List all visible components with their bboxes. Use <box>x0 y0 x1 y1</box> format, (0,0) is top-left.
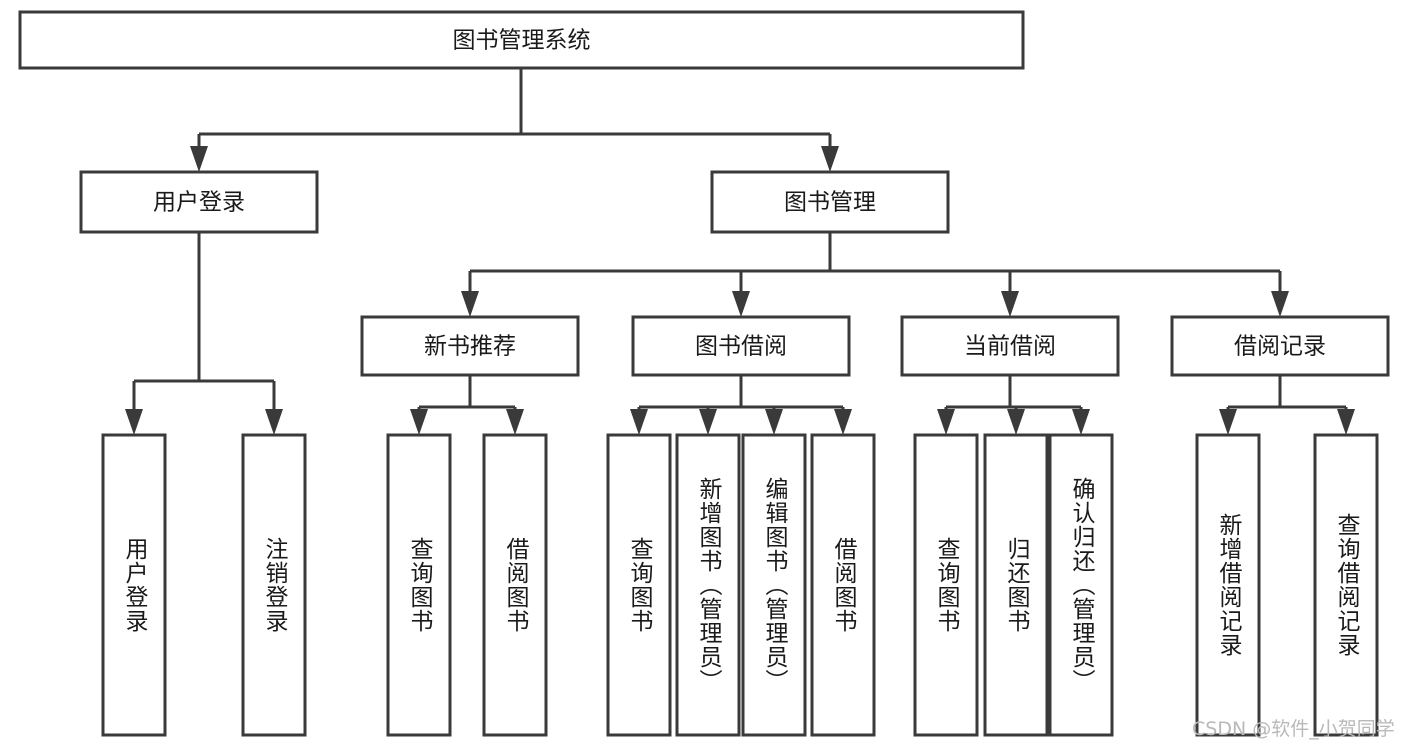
node-label-root: 图书管理系统 <box>453 28 591 54</box>
node-box-leaf-user-login[interactable] <box>101 433 167 737</box>
connector-group-edge-current-group <box>937 375 1090 435</box>
connector-group-edge-user-login-group <box>125 232 283 435</box>
node-box-leaf-query-record[interactable] <box>1313 433 1379 737</box>
node-label-user-login: 用户登录 <box>153 190 245 216</box>
node-box-leaf-add-record[interactable] <box>1195 433 1261 737</box>
node-boxes-layer <box>18 10 1390 737</box>
arrow-head-icon <box>1001 291 1019 317</box>
connector-group-edge-borrow-group <box>630 375 852 435</box>
arrow-head-icon <box>765 409 783 435</box>
node-label-book-borrow: 图书借阅 <box>695 334 787 360</box>
arrow-head-icon <box>265 409 283 435</box>
arrow-head-icon <box>834 409 852 435</box>
arrow-head-icon <box>1219 409 1237 435</box>
connector-group-edge-book-manage-group <box>461 232 1289 317</box>
node-box-leaf-edit-book[interactable] <box>741 433 807 737</box>
node-box-leaf-add-book[interactable] <box>675 433 741 737</box>
arrow-head-icon <box>1337 409 1355 435</box>
connector-group-edge-record-group <box>1219 375 1355 435</box>
node-box-leaf-query-book-3[interactable] <box>913 433 979 737</box>
arrow-head-icon <box>732 291 750 317</box>
node-box-root[interactable] <box>18 10 1025 70</box>
node-box-leaf-borrow-book-2[interactable] <box>810 433 876 737</box>
node-label-new-book-recommend: 新书推荐 <box>424 334 516 360</box>
arrow-head-icon <box>506 409 524 435</box>
arrow-head-icon <box>190 146 208 172</box>
node-label-current-borrow: 当前借阅 <box>964 334 1056 360</box>
arrow-head-icon <box>125 409 143 435</box>
node-box-book-borrow[interactable] <box>631 315 851 377</box>
arrow-head-icon <box>1007 409 1025 435</box>
node-label-book-manage: 图书管理 <box>784 190 876 216</box>
node-box-borrow-record[interactable] <box>1170 315 1390 377</box>
arrow-head-icon <box>461 291 479 317</box>
arrow-head-icon <box>1072 409 1090 435</box>
arrow-head-icon <box>699 409 717 435</box>
node-box-current-borrow[interactable] <box>900 315 1120 377</box>
arrow-head-icon <box>821 146 839 172</box>
node-box-leaf-query-book-2[interactable] <box>606 433 672 737</box>
node-box-leaf-return-book[interactable] <box>983 433 1049 737</box>
arrow-head-icon <box>1271 291 1289 317</box>
node-box-leaf-logout[interactable] <box>241 433 307 737</box>
connector-group-edge-root-group <box>190 68 839 172</box>
arrow-head-icon <box>630 409 648 435</box>
arrow-head-icon <box>410 409 428 435</box>
node-box-leaf-confirm-return[interactable] <box>1048 433 1114 737</box>
connectors-layer <box>125 68 1355 435</box>
node-box-user-login[interactable] <box>79 170 319 234</box>
node-label-borrow-record: 借阅记录 <box>1234 334 1326 360</box>
node-box-leaf-query-book-1[interactable] <box>386 433 452 737</box>
connector-group-edge-recommend-group <box>410 375 524 435</box>
node-box-leaf-borrow-book-1[interactable] <box>482 433 548 737</box>
arrow-head-icon <box>937 409 955 435</box>
node-box-new-book-recommend[interactable] <box>360 315 580 377</box>
node-box-book-manage[interactable] <box>710 170 950 234</box>
